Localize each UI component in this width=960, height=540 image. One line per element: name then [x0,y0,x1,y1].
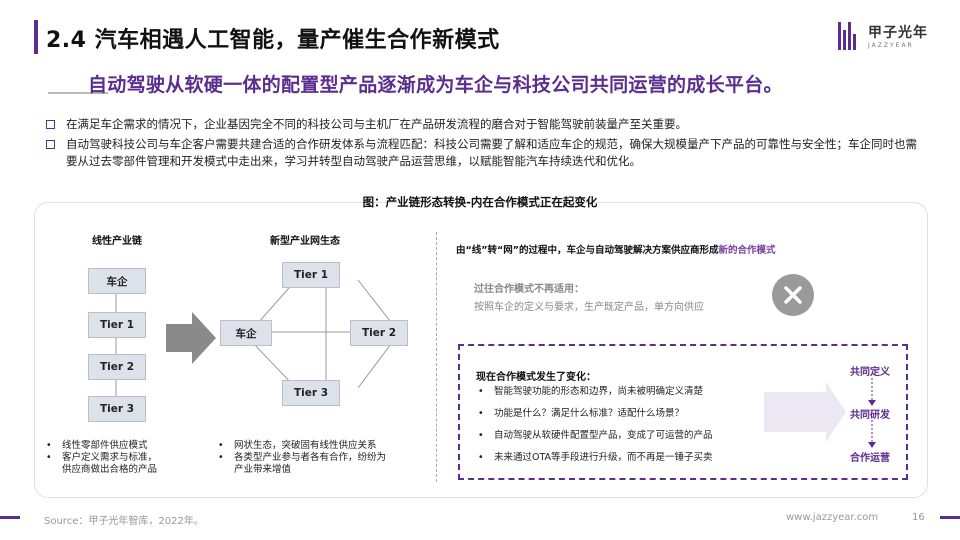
network-node-tier2: Tier 2 [350,320,408,346]
old-mode-title: 过往合作模式不再适用： [474,284,584,295]
section-divider [436,232,437,482]
site-url: www.jazzyear.com [786,512,879,523]
right-heading: 由“线”转“网”的过程中，车企与自动驾驶解决方案供应商形成新的合作模式 [456,242,776,256]
new-mode-box [458,344,908,480]
network-node-tier1: Tier 1 [282,262,340,288]
right-heading-text: 由“线”转“网”的过程中，车企与自动驾驶解决方案供应商形成 [456,245,719,256]
linear-node-tier2: Tier 2 [88,354,146,380]
network-note: 产业带来增值 [234,464,292,475]
figure-title: 图：产业链形态转换-内在合作模式正在起变化 [362,195,598,209]
brand-logo: 甲子光年 JAZZYEAR [838,20,938,54]
new-mode-list: 智能驾驶功能的形态和边界，尚未被明确定义清楚 功能是什么？满足什么标准？适配什么… [478,386,713,474]
network-note: 网状生态，突破固有线性供应关系 [216,440,386,452]
subtitle-line [48,92,108,94]
network-label: 新型产业网生态 [270,236,340,247]
network-node-oem: 车企 [220,320,272,346]
linear-chain-label: 线性产业链 [92,236,142,247]
page-title: 2.4 汽车相遇人工智能，量产催生合作新模式 [46,28,500,53]
source-note: Source：甲子光年智库，2022年。 [44,516,204,527]
close-icon [772,274,814,316]
flow-co-operate: 合作运营 [850,453,890,464]
flow-co-develop: 共同研发 [850,410,890,421]
linear-notes: 线性零部件供应模式 客户定义需求与标准， 供应商做出合格的产品 [44,440,157,476]
new-mode-item: 智能驾驶功能的形态和边界，尚未被明确定义清楚 [478,386,713,408]
title-accent-bar [34,20,38,54]
linear-note: 线性零部件供应模式 [44,440,157,452]
linear-note: 客户定义需求与标准， [44,452,157,464]
right-heading-highlight: 新的合作模式 [718,245,776,256]
flow-co-define: 共同定义 [850,367,890,378]
footer-accent-left [0,516,20,519]
network-node-tier3: Tier 3 [282,380,340,406]
linear-node-tier1: Tier 1 [88,312,146,338]
bullet-list: 在满足车企需求的情况下，企业基因完全不同的科技公司与主机厂在产品研发流程的磨合对… [44,116,924,173]
new-mode-item: 未来通过OTA等手段进行升级，而不再是一锤子买卖 [478,452,713,474]
logo-bars-icon [838,22,860,50]
bullet-text: 在满足车企需求的情况下，企业基因完全不同的科技公司与主机厂在产品研发流程的磨合对… [66,117,687,131]
page-number: 16 [912,512,925,523]
bullet-text: 自动驾驶科技公司与车企客户需要共建合适的合作研发体系与流程匹配：科技公司需要了解… [66,137,917,168]
linear-note: 供应商做出合格的产品 [62,464,158,475]
footer-accent-right [940,516,960,519]
linear-node-oem: 车企 [88,268,146,294]
linear-node-tier3: Tier 3 [88,396,146,422]
network-note: 各类型产业参与者各有合作，纷纷为 [216,452,386,464]
new-mode-title: 现在合作模式发生了变化： [476,372,596,383]
old-mode-text: 按照车企的定义与要求，生产既定产品，单方向供应 [474,302,704,313]
logo-sub: JAZZYEAR [868,42,914,49]
square-bullet-icon [46,140,55,149]
network-notes: 网状生态，突破固有线性供应关系 各类型产业参与者各有合作，纷纷为 产业带来增值 [216,440,386,476]
figure-panel [34,202,928,498]
square-bullet-icon [46,120,55,129]
new-mode-item: 功能是什么？满足什么标准？适配什么场景？ [478,408,713,430]
bullet-item: 自动驾驶科技公司与车企客户需要共建合适的合作研发体系与流程匹配：科技公司需要了解… [44,136,924,170]
logo-name: 甲子光年 [868,25,928,41]
bullet-item: 在满足车企需求的情况下，企业基因完全不同的科技公司与主机厂在产品研发流程的磨合对… [44,116,924,133]
new-mode-item: 自动驾驶从软硬件配置型产品，变成了可运营的产品 [478,430,713,452]
subtitle: 自动驾驶从软硬一体的配置型产品逐渐成为车企与科技公司共同运营的成长平台。 [88,74,783,96]
